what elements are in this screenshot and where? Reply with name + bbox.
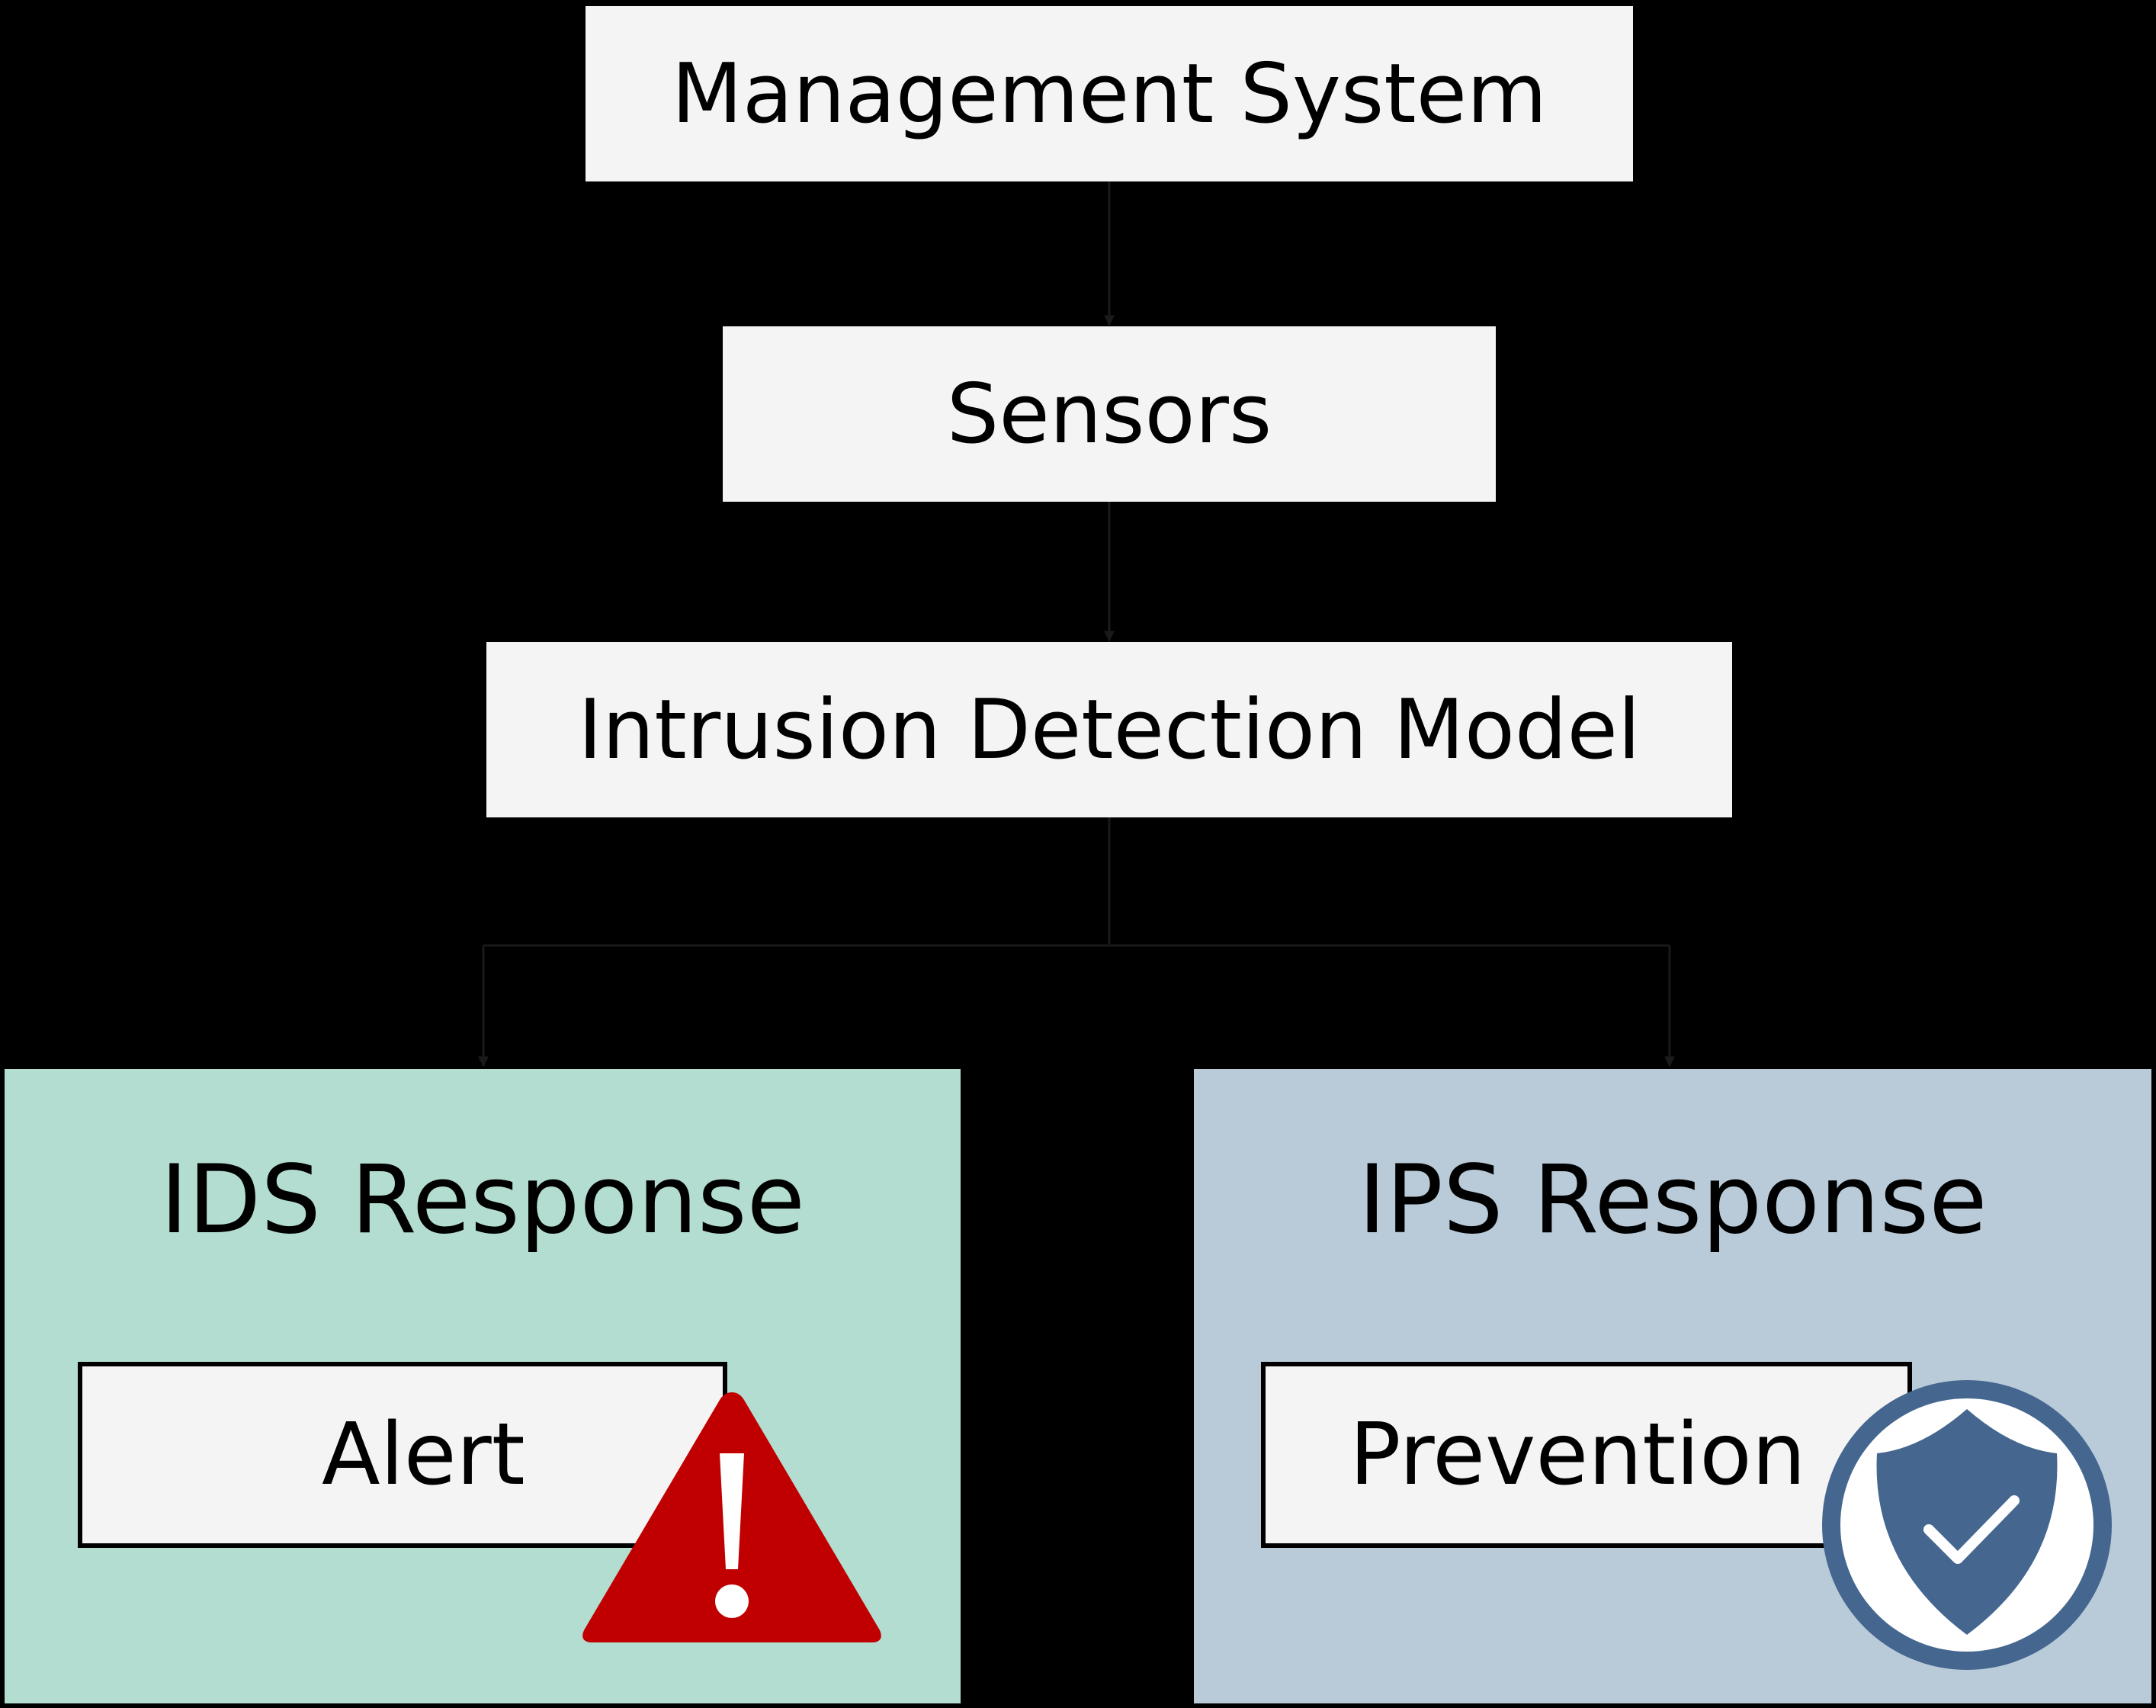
ips-response-panel: IPS Response Prevention <box>1194 1069 2151 1703</box>
alert-box: Alert <box>78 1362 727 1548</box>
alert-label: Alert <box>322 1405 525 1504</box>
prevention-box: Prevention <box>1261 1362 1912 1548</box>
sensors-label: Sensors <box>946 366 1272 462</box>
ids-response-panel: IDS Response Alert <box>5 1069 961 1703</box>
intrusion-detection-model-node: Intrusion Detection Model <box>486 642 1732 817</box>
management-system-node: Management System <box>586 6 1633 181</box>
prevention-label: Prevention <box>1349 1405 1806 1504</box>
ips-response-title: IPS Response <box>1358 1145 1988 1255</box>
sensors-node: Sensors <box>723 326 1496 502</box>
warning-icon <box>582 1392 881 1642</box>
ids-response-title: IDS Response <box>160 1145 805 1255</box>
intrusion-detection-model-label: Intrusion Detection Model <box>578 682 1641 778</box>
shield-check-icon <box>1822 1380 2112 1670</box>
management-system-label: Management System <box>671 46 1548 142</box>
